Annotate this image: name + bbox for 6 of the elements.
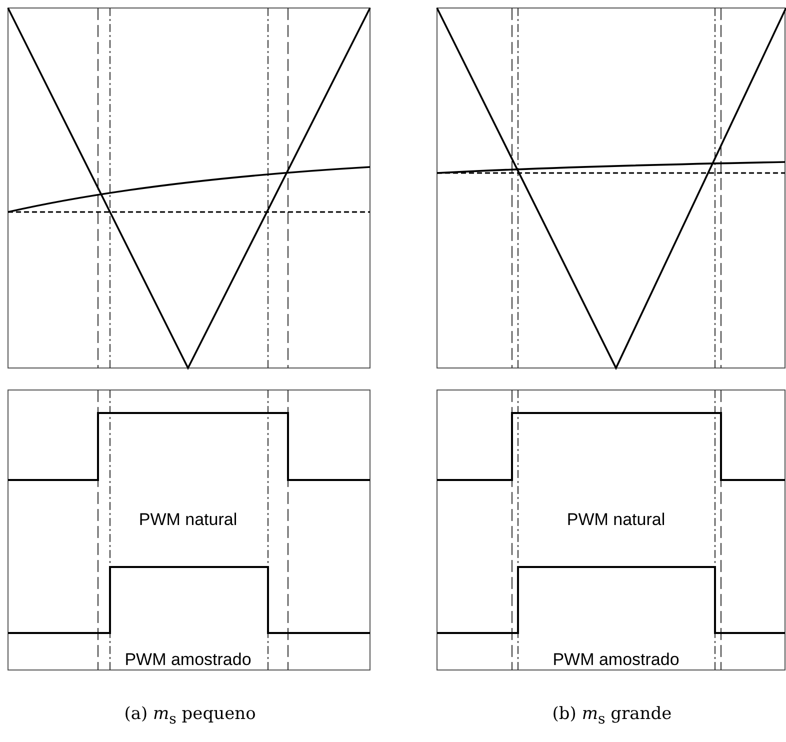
subfigure-caption: (b) m$_{s}$ grande <box>552 704 672 730</box>
subfigure-caption: (a) m$_{s}$ pequeno <box>124 704 256 730</box>
waveform-label: PWM amostrado <box>124 650 252 670</box>
waveform-label: PWM amostrado <box>552 650 680 670</box>
waveform-label: PWM natural <box>138 510 238 530</box>
waveform-label: PWM natural <box>566 510 666 530</box>
